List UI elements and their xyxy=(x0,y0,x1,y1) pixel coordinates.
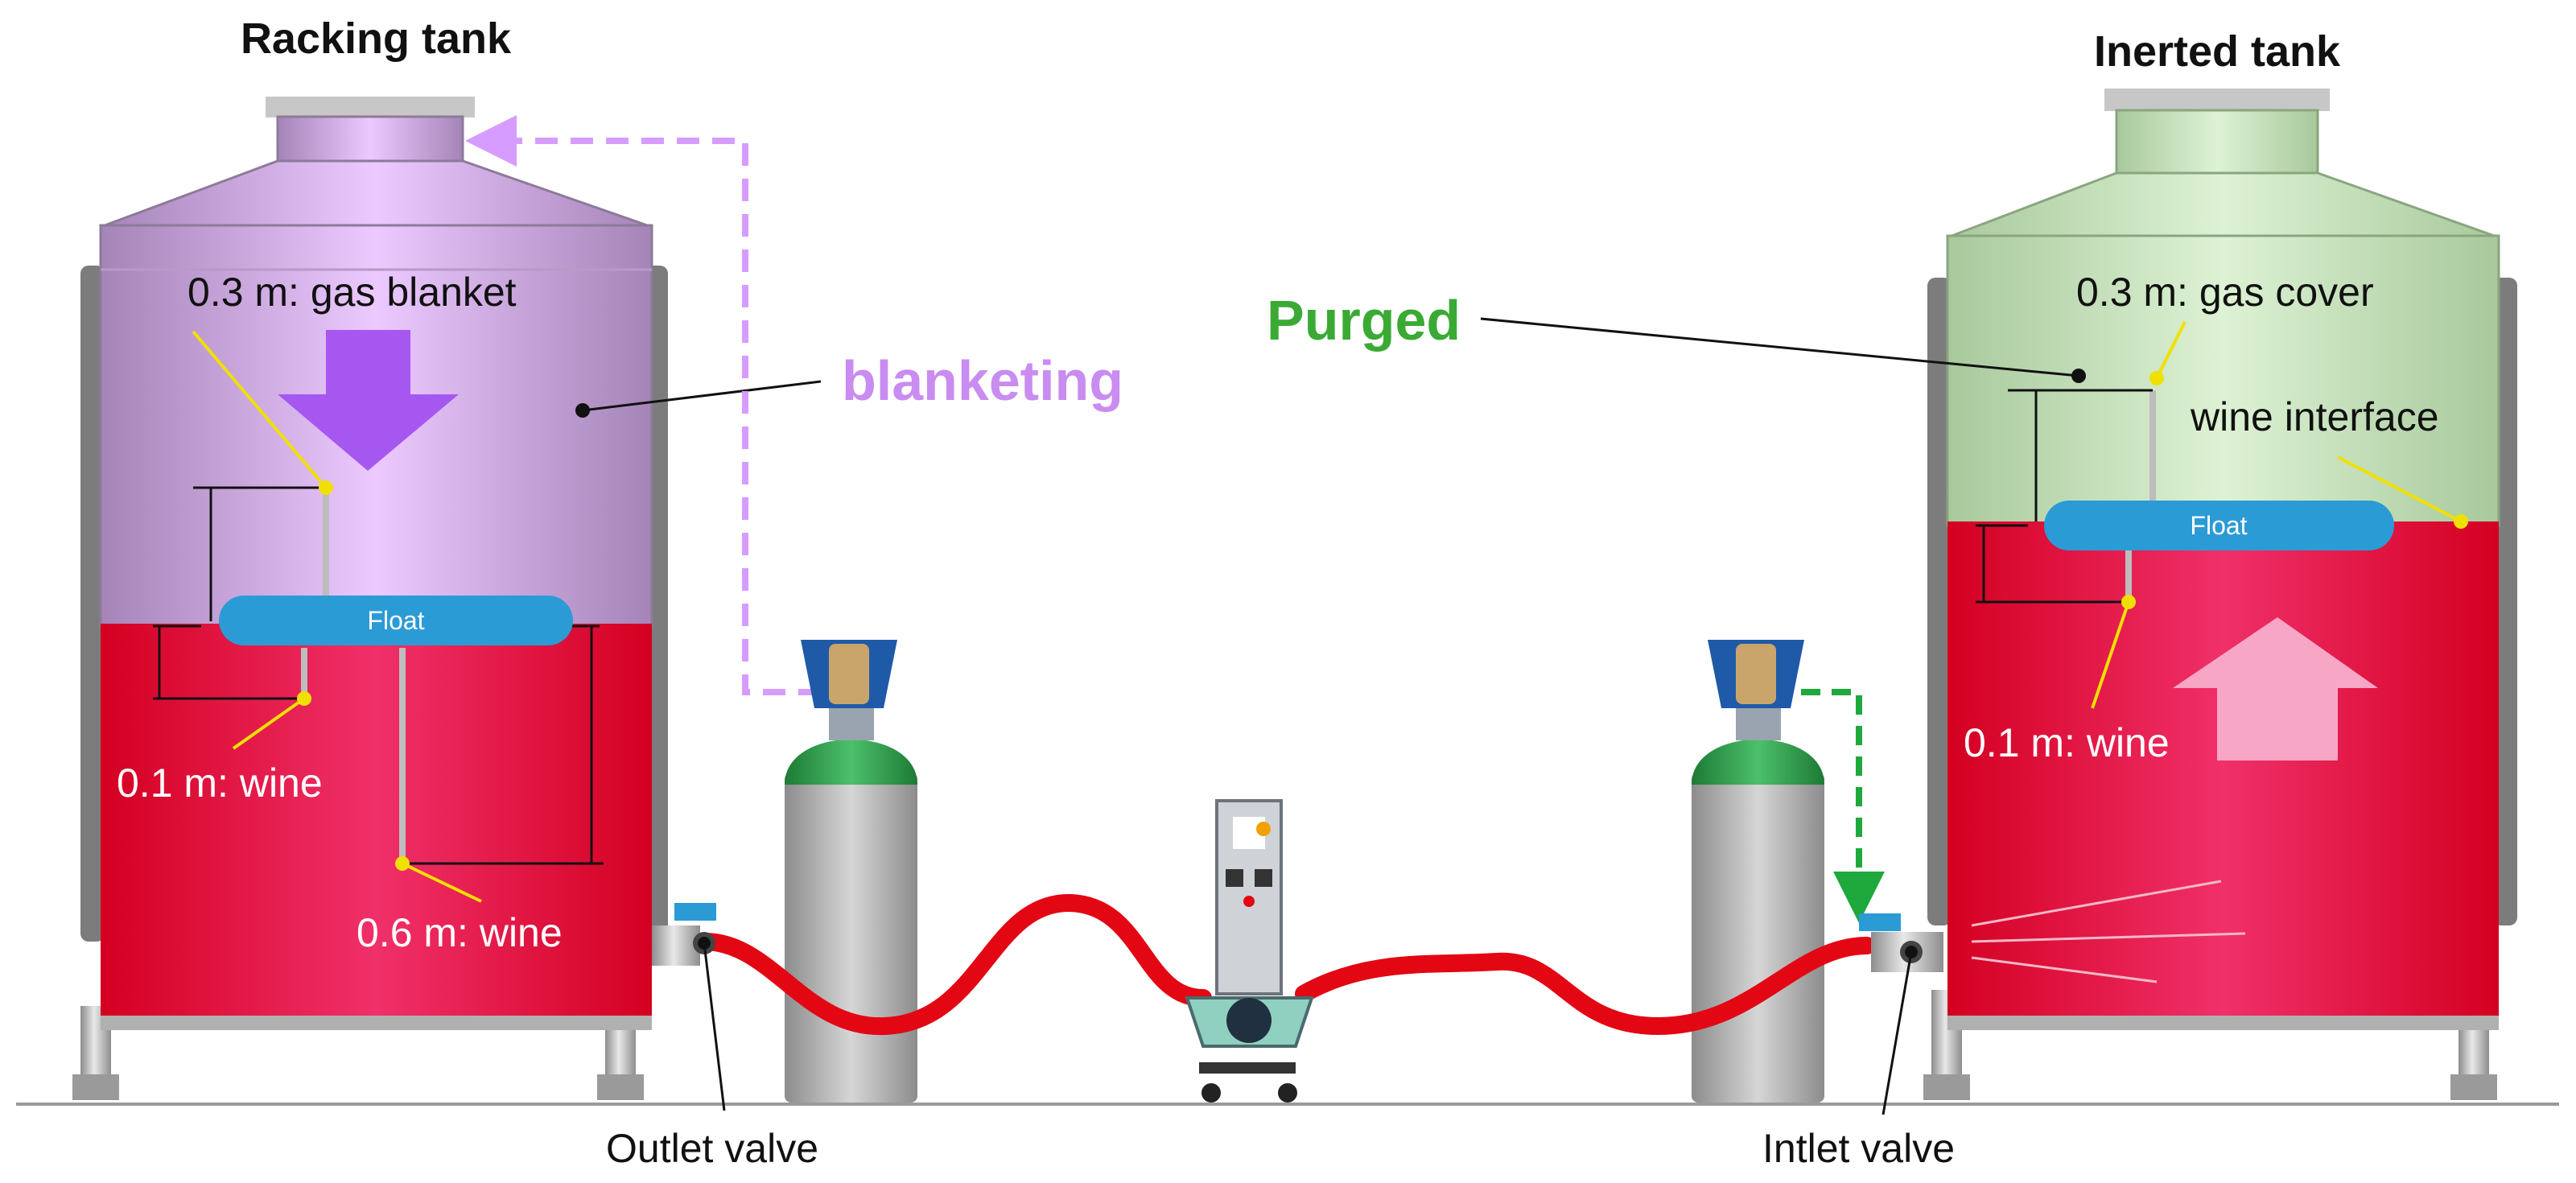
racking-float-assembly: Float xyxy=(153,486,604,865)
inerted-tank xyxy=(1923,89,2517,1100)
inlet-valve-label: Intlet valve xyxy=(1762,1126,1955,1171)
racking-title: Racking tank xyxy=(241,14,512,63)
transfer-hose xyxy=(695,893,1876,1036)
inerted-gas-label: 0.3 m: gas cover xyxy=(2076,270,2374,315)
pump-unit xyxy=(1185,799,1314,1103)
gas-cylinder-left xyxy=(785,640,917,1103)
gas-cylinder-right xyxy=(1692,640,1824,1103)
blanketing-gas-line xyxy=(465,115,821,695)
up-arrow-icon xyxy=(2173,617,2378,760)
inerted-title: Inerted tank xyxy=(2094,27,2341,76)
inerted-annotations: Inerted tank 0.3 m: gas cover wine inter… xyxy=(1267,27,2468,923)
inerted-float-assembly: Float xyxy=(1976,389,2394,604)
blanketing-label: blanketing xyxy=(842,349,1123,412)
inerted-float xyxy=(2044,501,2394,550)
racking-float-label: Float xyxy=(367,606,424,635)
racking-gas-label: 0.3 m: gas blanket xyxy=(188,270,517,315)
racking-wine-small-label: 0.1 m: wine xyxy=(117,760,323,806)
racking-float xyxy=(219,596,573,645)
inerted-interface-label: wine interface xyxy=(2190,394,2439,439)
racking-wine-deep-label: 0.6 m: wine xyxy=(357,910,563,955)
racking-annotations: Racking tank 0.3 m: gas blanket 0.1 m: w… xyxy=(117,14,1123,955)
purged-label: Purged xyxy=(1267,289,1461,352)
inerted-wine xyxy=(1947,521,2499,1020)
inerted-float-label: Float xyxy=(2190,511,2247,540)
outlet-valve-label: Outlet valve xyxy=(606,1126,818,1171)
down-arrow-icon xyxy=(278,330,459,471)
valve-annotations: Outlet valve Intlet valve xyxy=(606,937,1955,1171)
purge-gas-line xyxy=(1770,689,1885,923)
racking-tank xyxy=(72,97,668,1100)
outlet-valve[interactable] xyxy=(652,903,716,966)
racking-wine xyxy=(101,624,652,1018)
inerted-wine-small-label: 0.1 m: wine xyxy=(1964,720,2170,765)
